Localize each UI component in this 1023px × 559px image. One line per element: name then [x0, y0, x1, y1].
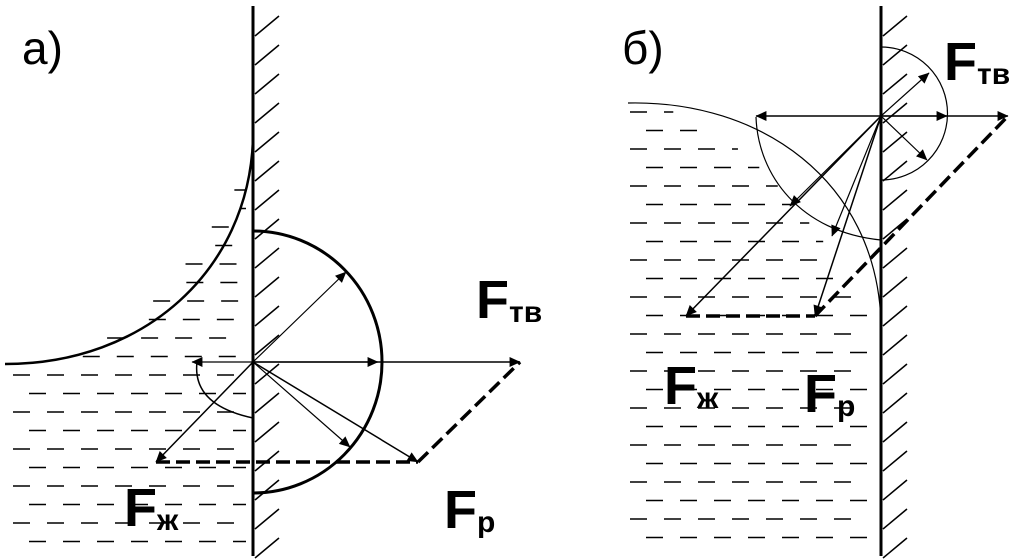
hatch-mark	[254, 247, 280, 269]
hatch-mark	[254, 160, 280, 182]
hatch-mark	[254, 102, 280, 124]
contact-angle-arc-a	[195, 361, 254, 419]
angle-arc-b-1	[880, 46, 949, 181]
liquid-hatching-b	[630, 111, 867, 539]
hatch-mark	[882, 334, 908, 356]
label-force-resultant-b: Fр	[804, 364, 855, 424]
force-resultant-arrow-a	[252, 361, 419, 463]
hatch-mark	[254, 479, 280, 501]
parallelogram-dash-b-2	[813, 114, 1010, 318]
hatch-mark	[882, 247, 908, 269]
force-liquid-arrow-a	[155, 361, 254, 463]
hatch-mark	[254, 508, 280, 530]
label-force-resultant-a: Fр	[444, 480, 495, 540]
angle-arc-b-2	[755, 116, 882, 241]
hatch-mark	[254, 392, 280, 414]
hatch-mark	[254, 189, 280, 211]
meniscus-b	[627, 102, 882, 323]
hatch-mark	[882, 508, 908, 530]
hatch-mark	[882, 479, 908, 501]
label-force-solid-b: Fтв	[944, 32, 1010, 92]
liquid-hatching-a	[13, 189, 246, 543]
hatch-mark	[882, 537, 908, 559]
hatch-mark	[882, 15, 908, 37]
hatch-mark	[254, 73, 280, 95]
wall-hatching-a	[254, 15, 280, 559]
radius-arrow-b-3	[880, 115, 928, 161]
radius-arrow-a-1	[252, 271, 347, 363]
hatch-mark	[882, 450, 908, 472]
hatch-mark	[254, 537, 280, 559]
radius-arrow-b-5	[831, 115, 882, 237]
hatch-mark	[882, 131, 908, 153]
label-force-liquid-b: Fж	[664, 356, 719, 416]
hatch-mark	[254, 305, 280, 327]
parallelogram-dash-a-2	[416, 360, 522, 464]
hatch-mark	[882, 421, 908, 443]
hatch-mark	[882, 73, 908, 95]
force-resultant-arrow-b	[813, 115, 882, 317]
hatch-mark	[254, 15, 280, 37]
hatch-mark	[882, 363, 908, 385]
hatch-mark	[882, 276, 908, 298]
hatch-mark	[254, 421, 280, 443]
hatch-mark	[254, 334, 280, 356]
panel-b: б) Fтв Fж Fр	[622, 6, 1010, 559]
hatch-mark	[254, 218, 280, 240]
label-force-solid-a: Fтв	[476, 270, 542, 330]
panel-label-a: а)	[22, 22, 63, 74]
hatch-mark	[882, 305, 908, 327]
hatch-mark	[254, 131, 280, 153]
radius-arrow-b-1	[880, 72, 930, 117]
radius-arrow-a-3	[252, 361, 351, 448]
force-liquid-arrow-b	[685, 115, 882, 317]
panel-label-b: б)	[622, 22, 664, 74]
hatch-mark	[882, 189, 908, 211]
hatch-mark	[882, 102, 908, 124]
wall-hatching-b	[882, 15, 908, 559]
hatch-mark	[882, 160, 908, 182]
panel-a: а) Fтв Fж Fр	[4, 6, 542, 559]
radius-arrow-b-4	[789, 115, 882, 207]
hatch-mark	[882, 392, 908, 414]
label-force-liquid-a: Fж	[124, 478, 179, 538]
hatch-mark	[254, 276, 280, 298]
hatch-mark	[254, 44, 280, 66]
hatch-mark	[882, 44, 908, 66]
meniscus-a	[4, 139, 255, 366]
